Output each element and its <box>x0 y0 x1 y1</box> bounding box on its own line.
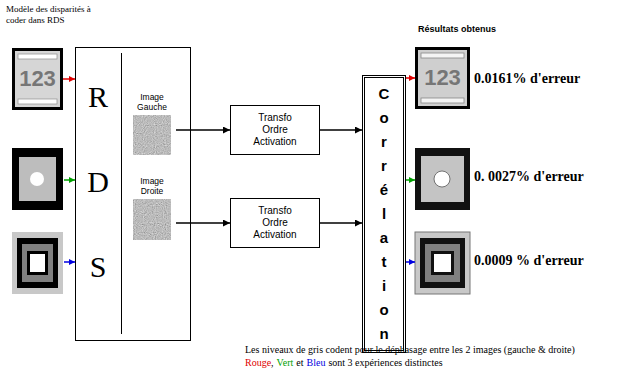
error-rate: 0. 0027% d'erreur <box>474 168 584 185</box>
experience-color-word: Rouge <box>245 357 271 369</box>
result-image: 123 <box>415 47 470 109</box>
image-block: Image Droite <box>128 176 176 244</box>
input-123-image <box>12 48 63 110</box>
process-box: Transfo Ordre Activation <box>230 198 320 248</box>
rds-divider <box>121 53 122 334</box>
flow-arrow <box>176 222 230 224</box>
image-block: Image Gauche <box>128 92 176 158</box>
result-circle-image <box>415 148 470 210</box>
flow-arrow <box>406 77 415 79</box>
input-squares-image <box>12 232 63 294</box>
heading-note: Modèle des disparités à coder dans RDS <box>6 4 101 26</box>
correlation-box: Corrélation <box>362 75 406 353</box>
node-text: Transfo Ordre Activation <box>249 112 301 148</box>
input-circle-image <box>12 148 63 210</box>
flow-arrow <box>320 129 362 131</box>
node-text: 123 <box>424 65 461 91</box>
flow-arrow <box>63 78 75 80</box>
node-text: 123 <box>19 66 56 92</box>
random-dot-image <box>133 115 171 155</box>
error-rate: 0.0009 % d'erreur <box>474 252 584 269</box>
footnote-word: , <box>271 357 274 369</box>
blue-arrow <box>64 261 75 263</box>
footnote-word: et <box>296 357 303 369</box>
node-text: Transfo Ordre Activation <box>249 205 301 241</box>
rds-box: RDS Image GaucheImage Droite <box>75 47 191 341</box>
node-text: Image Gauche <box>132 92 172 112</box>
footnote: Les niveaux de gris codent pour le dépha… <box>245 344 575 356</box>
node-text: Image Droite <box>132 176 172 196</box>
result-squares-image <box>415 232 470 294</box>
note-line: Rouge,Vertet Bleusont 3 expériences disti… <box>245 357 443 369</box>
result-123-image <box>415 47 470 109</box>
green-arrow <box>64 179 75 181</box>
disparity-image: 123 <box>12 48 63 110</box>
flow-arrow <box>320 222 362 224</box>
experience-color-word: Bleu <box>307 357 326 369</box>
process-box: Transfo Ordre Activation <box>230 105 320 155</box>
flow-arrow <box>176 129 230 131</box>
blue-arrow <box>406 261 415 263</box>
experience-color-word: Vert <box>277 357 294 369</box>
error-rate: 0.0161% d'erreur <box>474 70 580 87</box>
node-text: RDS <box>80 54 116 309</box>
footnote-word: sont 3 expériences distinctes <box>328 357 442 369</box>
random-dot-image <box>133 199 171 240</box>
green-arrow <box>406 179 415 181</box>
node-text: Corrélation <box>379 82 390 346</box>
heading-note: Résultats obtenus <box>418 24 496 35</box>
